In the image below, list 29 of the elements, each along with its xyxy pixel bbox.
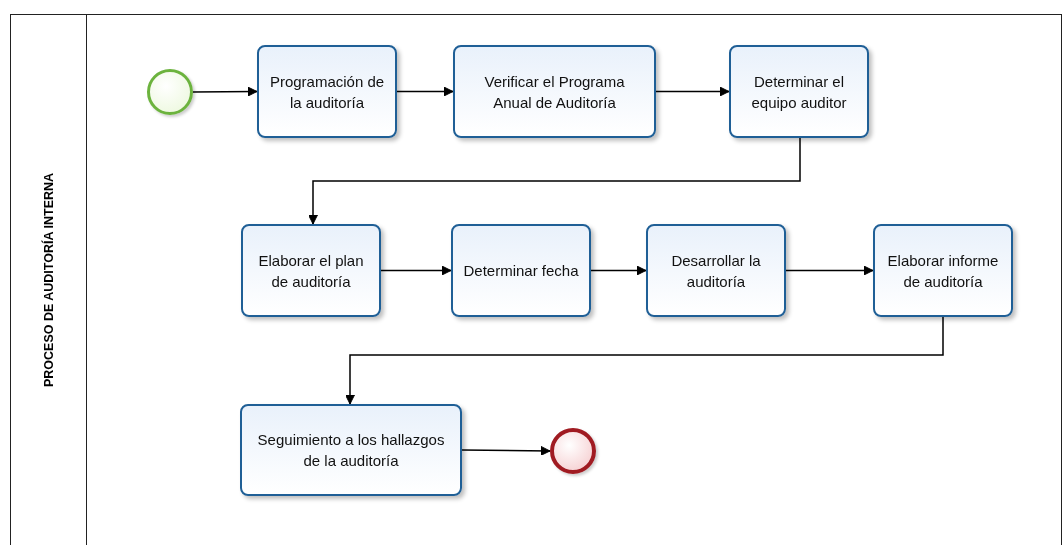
arrow [461,445,551,456]
pool-lane [10,14,1062,545]
task-box [240,404,462,496]
task-box [873,224,1013,317]
arrow [380,265,452,276]
arrow [396,86,454,97]
end-event-circle [550,428,596,474]
task-box [451,224,591,317]
task-box [257,45,397,138]
task-label: Programación de la auditoría [269,71,385,113]
task-box [729,45,869,138]
arrow [590,265,647,276]
task-box [646,224,786,317]
task-label: Determinar fecha [463,261,579,281]
task-label: Determinar el equipo auditor [750,71,848,113]
start-event-circle [147,69,193,115]
task-box [241,224,381,317]
arrow [308,137,801,225]
arrow [345,316,944,405]
task-label: Verificar el Programa Anual de Auditoría [483,71,626,113]
task-label: Elaborar informe de auditoría [886,250,1000,292]
task-box [453,45,656,138]
task-label: Elaborar el plan de auditoría [257,250,365,292]
task-label: Seguimiento a los hallazgos de la auditoría [256,430,446,471]
arrow [785,265,874,276]
task-label: Desarrollar la auditoría [670,250,762,292]
lane-label: PROCESO DE AUDITORÍA INTERNA [42,172,56,388]
arrow [192,86,258,97]
arrow [655,86,730,97]
